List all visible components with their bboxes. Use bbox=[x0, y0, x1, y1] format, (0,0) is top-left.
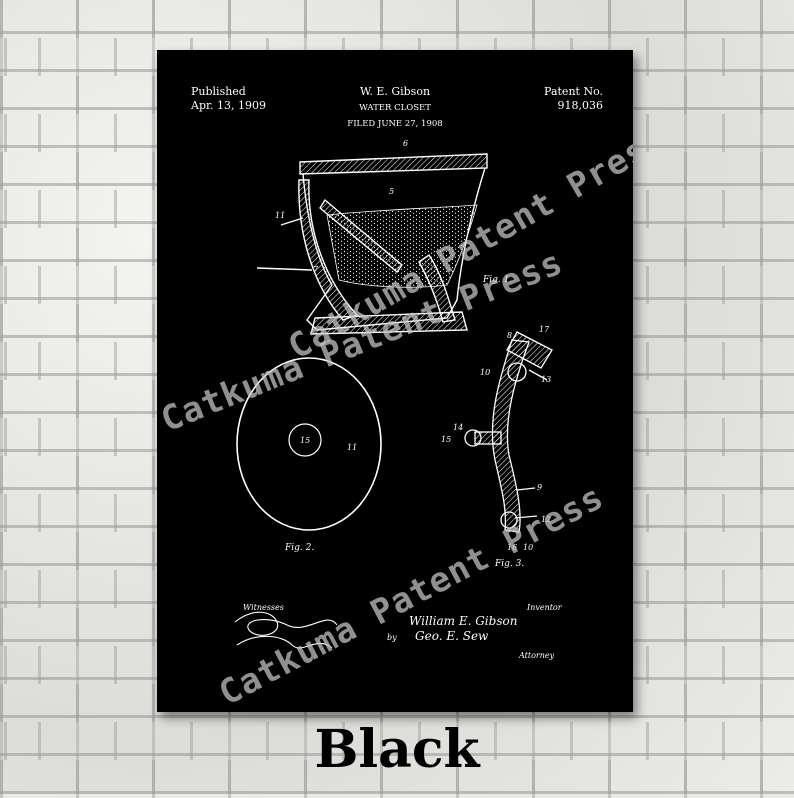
figure-1-toilet-bowl bbox=[256, 153, 488, 335]
published-label: Published bbox=[191, 85, 246, 98]
figure-3-detail-section bbox=[464, 331, 553, 533]
reference-numeral: 13 bbox=[541, 375, 551, 384]
attorney-label: Attorney bbox=[518, 651, 555, 660]
patent-title: WATER CLOSET bbox=[359, 103, 431, 113]
inventor-signature: William E. Gibson bbox=[409, 614, 517, 628]
figure-1-label: Fig. 1. bbox=[482, 275, 512, 285]
patent-number: 918,036 bbox=[558, 99, 604, 112]
reference-numeral: 10 bbox=[480, 368, 490, 377]
reference-numeral: 11 bbox=[347, 443, 357, 452]
reference-numeral: 6 bbox=[403, 139, 408, 148]
filed-date: FILED JUNE 27, 1908 bbox=[347, 119, 442, 129]
patent-drawing: Published Apr. 13, 1909 W. E. Gibson WAT… bbox=[157, 85, 633, 712]
attorney-signature: Geo. E. Sew bbox=[415, 629, 489, 643]
reference-numeral: 10 bbox=[523, 543, 533, 552]
color-caption: Black bbox=[314, 719, 480, 780]
figure-2-oval-seat bbox=[236, 357, 382, 531]
reference-numeral: 11 bbox=[275, 211, 285, 220]
patent-number-label: Patent No. bbox=[544, 85, 603, 98]
figure-2-label: Fig. 2. bbox=[284, 543, 314, 553]
reference-numeral: 5 bbox=[389, 187, 394, 196]
witnesses-label: Witnesses bbox=[243, 603, 284, 612]
inventor-label: Inventor bbox=[526, 603, 563, 612]
reference-numeral: 9 bbox=[537, 483, 542, 492]
reference-numeral: 8 bbox=[507, 331, 512, 340]
by-label: by bbox=[387, 633, 397, 642]
brick-row bbox=[0, 0, 794, 38]
reference-numeral: 17 bbox=[539, 325, 550, 334]
brick-row bbox=[0, 760, 794, 798]
witness-signature-scribble bbox=[234, 611, 338, 649]
reference-numeral: 15 bbox=[441, 435, 451, 444]
reference-numeral: 12 bbox=[541, 515, 551, 524]
watermark-text: Catkuma Patent Press bbox=[212, 477, 610, 712]
published-date: Apr. 13, 1909 bbox=[190, 99, 266, 112]
figure-3-label: Fig. 3. bbox=[494, 559, 524, 569]
reference-numeral: 15 bbox=[300, 436, 310, 445]
reference-numeral: 14 bbox=[453, 423, 463, 432]
inventor-name: W. E. Gibson bbox=[360, 85, 430, 98]
brick-row bbox=[0, 722, 794, 760]
reference-numeral: 16 bbox=[507, 543, 517, 552]
patent-poster: Published Apr. 13, 1909 W. E. Gibson WAT… bbox=[157, 50, 633, 712]
reference-numeral: 7 bbox=[313, 265, 319, 274]
